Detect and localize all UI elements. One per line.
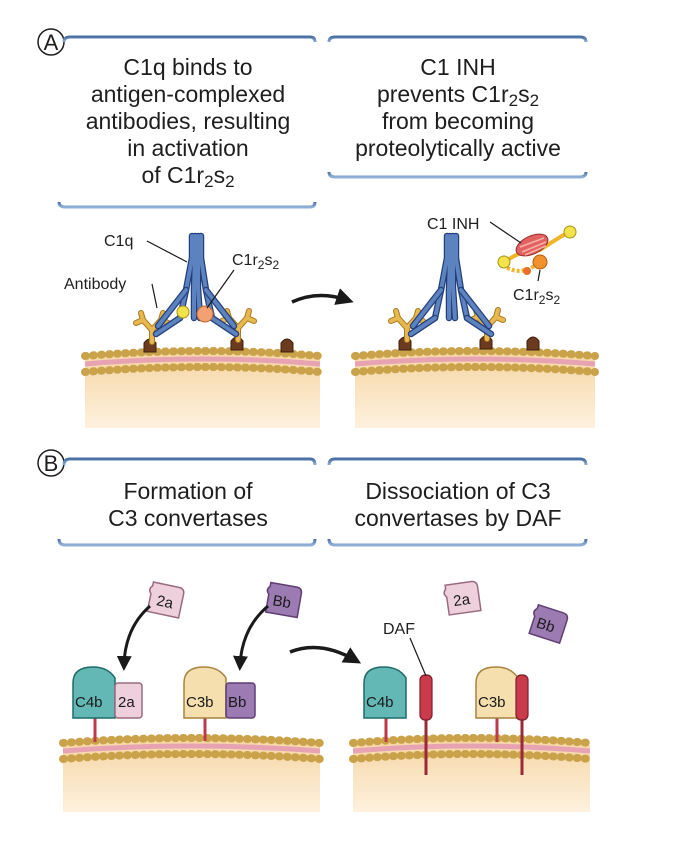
membrane-b-right (349, 734, 594, 812)
arrow-a (291, 288, 354, 305)
pointer-c1q (146, 240, 188, 263)
label-c1inh: C1 INH (427, 216, 479, 233)
label-antibody: Antibody (64, 276, 126, 293)
label-bb-bound: Bb (228, 694, 246, 711)
membrane-a-right (351, 347, 599, 428)
label-daf: DAF (383, 621, 415, 638)
c4b-right-shape (363, 666, 407, 719)
banner-a-right-top (327, 35, 588, 43)
label-c2a-free-left: 2a (155, 592, 175, 612)
panel-a: A (37, 28, 599, 428)
c4b-left-shape (72, 666, 116, 719)
banner-a-left-bottom (57, 201, 317, 209)
arrow-2a-binding (116, 604, 151, 671)
label-c3b-right: C3b (478, 694, 506, 711)
label-c1q: C1q (104, 233, 133, 250)
pointer-c1inh (489, 221, 522, 244)
bb-bound-shape (225, 682, 256, 719)
pointer-c1r2s2-right (537, 269, 541, 282)
pointer-antibody (151, 283, 158, 309)
title-b-left: Formation of C3 convertases (108, 478, 268, 531)
antigen-a-right-3 (526, 336, 540, 351)
membrane-b-left (59, 734, 324, 812)
daf-molecule-2 (515, 674, 529, 775)
label-c3b-left: C3b (186, 694, 214, 711)
banner-b-right-top (327, 457, 588, 466)
label-c1r2s2-right: C1r2s2 (513, 287, 560, 307)
panel-b-letter: B (44, 451, 59, 476)
title-b-right: Dissociation of C3 convertases by DAF (354, 478, 562, 531)
bb-free-right: Bb (528, 603, 569, 645)
title-a-right: C1 INH prevents C1r2s2 from becoming pro… (355, 54, 561, 161)
antigen-a-left-3 (280, 338, 294, 353)
c1inh-complex (497, 225, 577, 275)
banner-b-right-bottom (327, 538, 588, 547)
c3b-left-shape (183, 666, 227, 719)
title-a-left: C1q binds to antigen-complexed antibodie… (85, 54, 291, 191)
c3b-right-shape (475, 666, 519, 719)
daf-molecule-1 (419, 674, 433, 775)
c2a-free-right: 2a (443, 580, 482, 616)
banner-b-left-top (62, 457, 317, 466)
banner-a-left-top (62, 35, 317, 43)
banner-b-left-bottom (57, 538, 317, 547)
label-bb-free-right: Bb (534, 615, 557, 637)
label-c2a-free-right: 2a (452, 591, 472, 610)
pointer-c1r2s2-left (206, 269, 235, 309)
c1s-orange-left (196, 305, 214, 323)
c1r-yellow-left (176, 305, 190, 319)
label-c4b-left: C4b (75, 694, 103, 711)
membrane-a-left (81, 347, 324, 428)
label-c4b-right: C4b (366, 694, 394, 711)
arrow-bb-binding (232, 604, 269, 671)
pointer-daf (409, 637, 427, 677)
panel-b: B C4b 2a C3b Bb (37, 449, 594, 812)
label-c1r2s2-left: C1r2s2 (232, 252, 279, 272)
c2a-bound-shape (114, 682, 143, 719)
label-c2a-bound: 2a (118, 694, 135, 711)
bb-free-left: Bb (264, 581, 303, 619)
panel-a-letter: A (44, 30, 59, 55)
arrow-b (289, 645, 362, 664)
c2a-free-left: 2a (146, 581, 185, 619)
label-bb-free-left: Bb (271, 592, 292, 612)
banner-a-right-bottom (327, 171, 588, 179)
